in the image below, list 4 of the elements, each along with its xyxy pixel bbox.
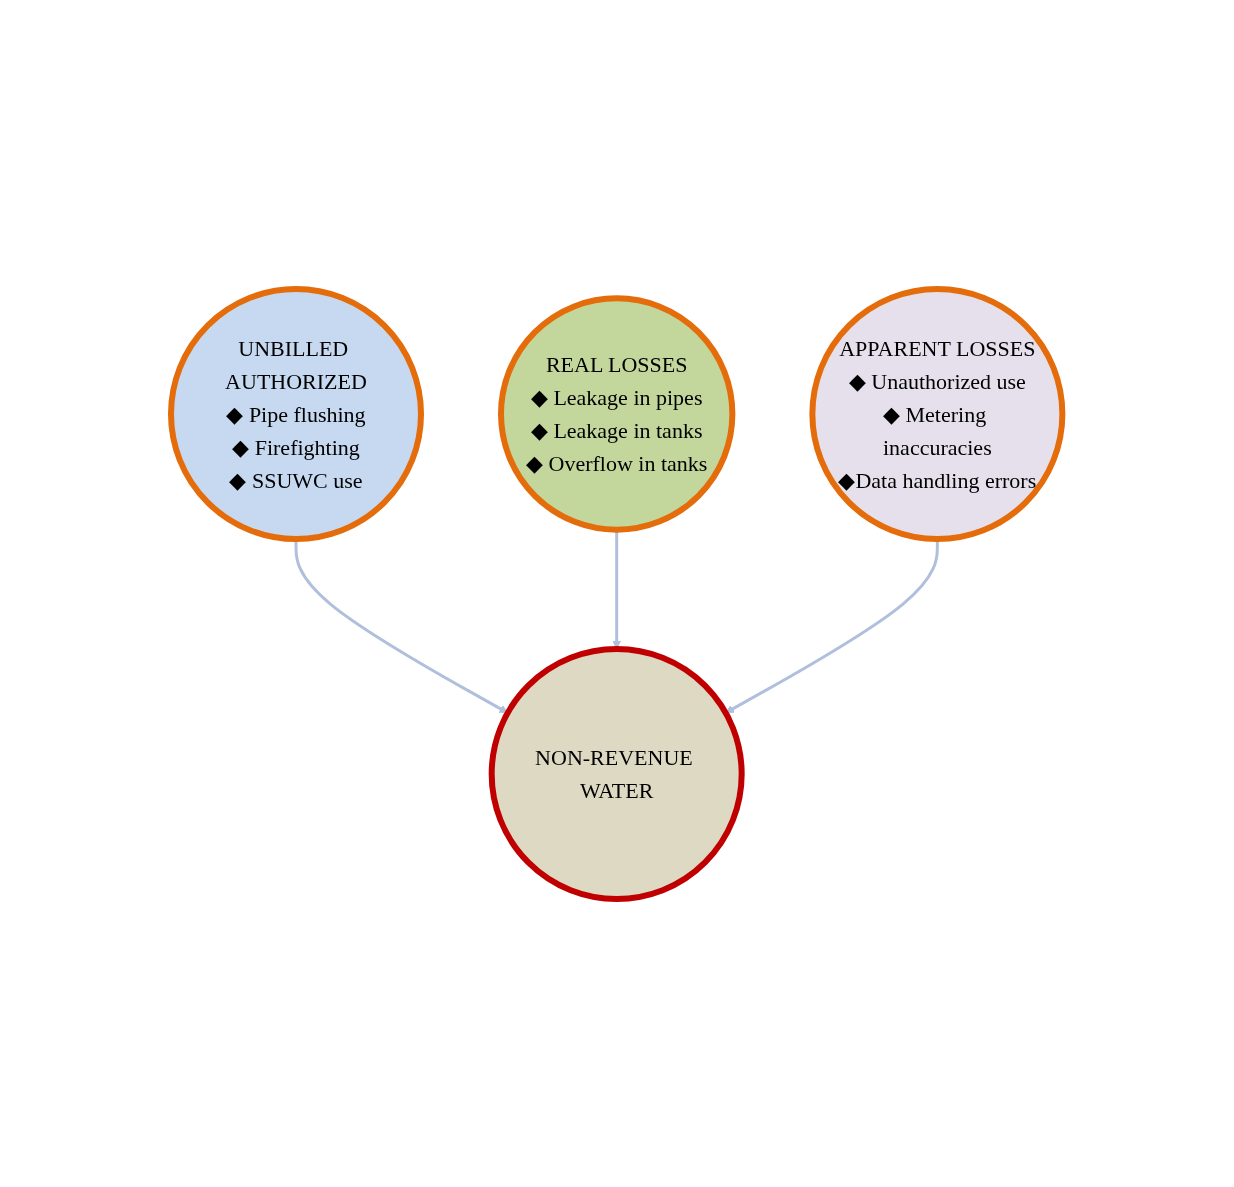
node-circle: NON-REVENUE WATER: [489, 645, 745, 902]
node-circle: APPARENT LOSSES ◆ Unauthorized use ◆ Metering inaccuracies ◆Data handling errors: [809, 285, 1066, 542]
node-circle: REAL LOSSES ◆ Leakage in pipes ◆ Leakage in tanks ◆ Overflow in tanks: [498, 294, 736, 533]
node-circle: UNBILLED AUTHORIZED ◆ Pipe flushing ◆ Firefighting ◆ SSUWC use: [168, 285, 425, 542]
